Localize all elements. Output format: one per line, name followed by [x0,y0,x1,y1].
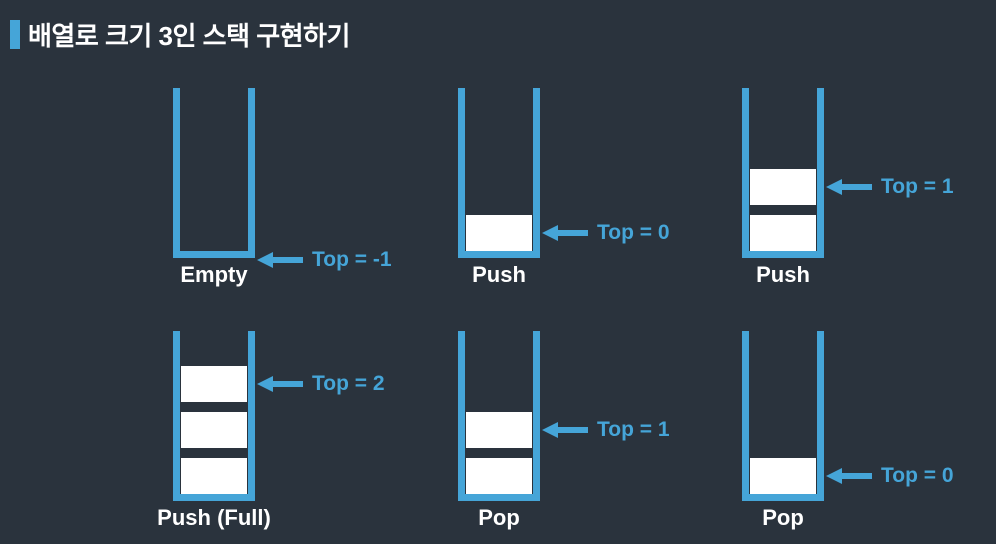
top-pointer-label: Top = 2 [312,372,385,395]
stack-diagram: Top = -1 Empty [173,88,392,288]
stack-label: Pop [478,505,520,530]
stack-item [466,412,532,448]
top-pointer: Top = 0 [542,220,670,246]
arrow-shaft [841,184,872,190]
arrow-left-icon [257,376,273,392]
title-accent-bar [10,20,20,49]
stack-item [750,215,816,251]
arrow-left-icon [542,422,558,438]
stack-diagram: Top = 1 Pop [458,331,670,531]
arrow-shaft [272,381,303,387]
stack-container [173,88,255,258]
top-pointer-label: Top = -1 [312,248,392,271]
stack-item [181,366,247,402]
stack-item [181,458,247,494]
stack-item [466,458,532,494]
arrow-left-icon [542,225,558,241]
stack-item [750,458,816,494]
top-pointer: Top = 1 [542,417,670,443]
top-pointer-label: Top = 0 [881,464,954,487]
arrow-left-icon [826,179,842,195]
top-pointer-label: Top = 1 [881,175,954,198]
top-pointer: Top = 2 [257,371,385,397]
stack-container [742,331,824,501]
arrow-shaft [557,230,588,236]
top-pointer: Top = 1 [826,174,954,200]
top-pointer-label: Top = 0 [597,221,670,244]
arrow-shaft [557,427,588,433]
stack-label: Push [756,262,810,287]
top-pointer-label: Top = 1 [597,418,670,441]
stack-label: Pop [762,505,804,530]
page-title: 배열로 크기 3인 스택 구현하기 [28,21,350,51]
stack-label: Push (Full) [157,505,271,530]
stack-item [750,169,816,205]
top-pointer: Top = -1 [257,247,392,273]
stack-container [458,88,540,258]
arrow-left-icon [257,252,273,268]
title-row: 배열로 크기 3인 스택 구현하기 [10,16,350,53]
stack-container [458,331,540,501]
stack-diagram: Top = 2 Push (Full) [157,331,385,531]
top-pointer: Top = 0 [826,463,954,489]
stack-container [173,331,255,501]
arrow-shaft [841,473,872,479]
stack-diagram: Top = 0 Push [458,88,670,288]
arrow-shaft [272,257,303,263]
stack-container [742,88,824,258]
stack-item [181,412,247,448]
stack-diagram: Top = 0 Pop [742,331,954,531]
stack-diagram: Top = 1 Push [742,88,954,288]
stack-item [466,215,532,251]
stack-label: Push [472,262,526,287]
stack-label: Empty [180,262,248,287]
arrow-left-icon [826,468,842,484]
